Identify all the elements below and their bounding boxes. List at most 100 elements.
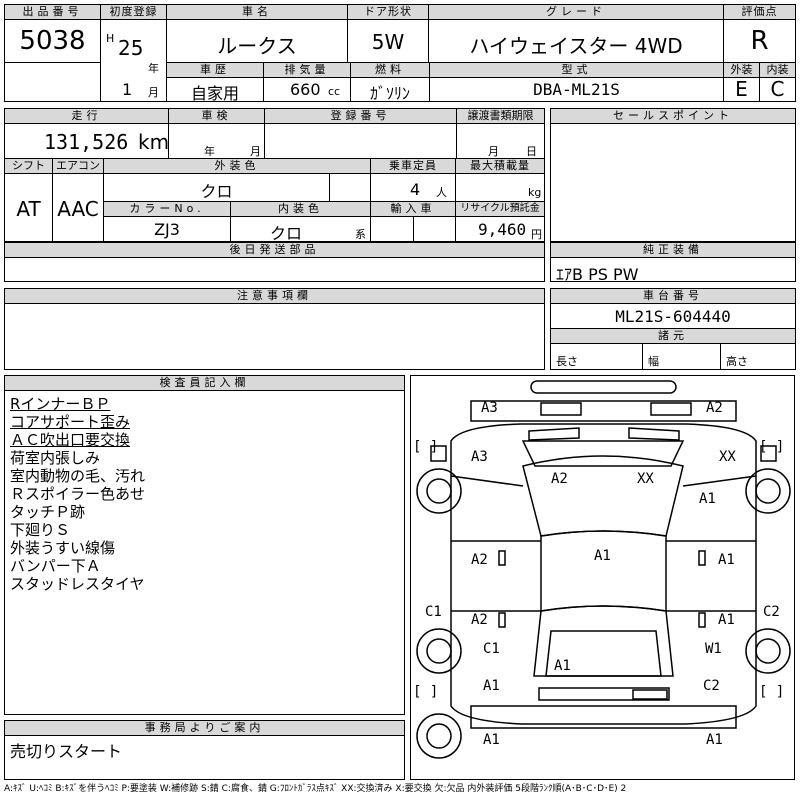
ext-label: 外装 (724, 63, 759, 78)
chassis-label: 車台番号 (551, 289, 795, 304)
int-label: 内装 (760, 63, 795, 78)
lot-number: 5038 (19, 26, 86, 56)
bracket-mark: [ ] (759, 684, 785, 700)
damage-mark: A2 (471, 552, 488, 568)
inspector-line: 室内動物の毛、汚れ (10, 467, 146, 485)
damage-mark: C1 (425, 604, 442, 620)
transfer-month-unit: 月 (488, 145, 499, 158)
inspector-line: 外装うすい線傷 (10, 539, 116, 557)
load-label: 最大積載量 (456, 159, 544, 174)
damage-mark: A2 (471, 612, 488, 628)
inspector-notes: RインナーＢＰ コアサポート歪み ＡＣ吹出口要交換 荷室内張しみ 室内動物の毛、… (10, 395, 145, 593)
inspector-line: 荷室内張しみ (10, 449, 101, 467)
score-label: 評価点 (724, 5, 795, 20)
header-block (4, 4, 796, 102)
color-no-label: カラーNo. (104, 202, 230, 217)
dims-label: 諸元 (551, 329, 795, 344)
mileage-label: 走行 (5, 109, 168, 124)
notes-label: 注意事項欄 (5, 289, 544, 304)
damage-mark: A2 (551, 471, 568, 487)
damage-mark: C2 (703, 678, 720, 694)
recycle-unit: 円 (531, 228, 542, 241)
reg-year-unit: 年 (148, 62, 159, 75)
bracket-mark: [ ] (759, 439, 785, 455)
damage-mark: A2 (706, 400, 723, 416)
inspector-line: 下廻りＳ (10, 521, 71, 539)
color-label: 外装色 (104, 159, 370, 174)
damage-mark: XX (719, 449, 736, 465)
inspector-line: バンパー下Ａ (10, 557, 101, 575)
legend-footer: A:ｷｽﾞ U:ﾍｺﾐ B:ｷｽﾞを伴うﾍｺﾐ P:要塗装 W:補修跡 S:錆 … (4, 784, 627, 794)
insp-year-unit: 年 (204, 145, 215, 158)
damage-mark: A1 (718, 552, 735, 568)
int-color: クロ (269, 224, 302, 243)
seats-unit: 人 (436, 186, 447, 199)
ext-color: クロ (200, 182, 233, 201)
damage-mark: A1 (699, 491, 716, 507)
grade: ハイウェイスター 4WD (469, 34, 683, 58)
door-type: 5W (371, 30, 405, 54)
history-label: 車歴 (167, 63, 263, 78)
dim-width-label: 幅 (648, 355, 659, 368)
dim-length-label: 長さ (556, 355, 578, 368)
bracket-mark: [ ] (413, 439, 439, 455)
damage-mark: C1 (483, 641, 500, 657)
damage-mark: A1 (483, 678, 500, 694)
fuel-label: 燃料 (351, 63, 429, 78)
inspector-line: RインナーＢＰ (10, 395, 111, 413)
inspector-label: 検査員記入欄 (5, 376, 404, 391)
int-color-suffix: 系 (355, 228, 366, 241)
transfer-day-unit: 日 (526, 145, 537, 158)
shift-label: シフト (5, 159, 52, 174)
damage-mark: A1 (483, 732, 500, 748)
later-parts-label: 後日発送部品 (5, 243, 544, 258)
score: R (750, 26, 769, 56)
model-label: 車名 (167, 5, 347, 20)
reg-year: 25 (118, 36, 144, 60)
damage-mark: A1 (706, 732, 723, 748)
sales-point-label: セールスポイント (551, 109, 795, 124)
damage-mark: XX (637, 471, 654, 487)
inspector-line: スタッドレスタイヤ (10, 575, 145, 593)
inspector-line: コアサポート歪み (10, 413, 131, 431)
car-diagram: A3 A2 A3 XX A2 XX A1 A1 A2 A1 C1 A2 A1 C… (410, 375, 795, 780)
type: DBA-ML21S (533, 80, 620, 99)
int-color-label: 内装色 (231, 202, 370, 217)
damage-mark: A1 (554, 658, 571, 674)
import-label: 輸入車 (371, 202, 455, 217)
damage-mark: A1 (718, 612, 735, 628)
spec-block (4, 108, 545, 242)
ac-label: エアコン (53, 159, 103, 174)
car-outline (416, 380, 791, 759)
damage-mark: A3 (471, 449, 488, 465)
reg-era: H (106, 32, 115, 45)
office-text: 売切りスタート (10, 742, 123, 761)
inspector-line: ＡＣ吹出口要交換 (10, 431, 131, 449)
int-score: C (770, 77, 785, 101)
recycle: 9,460 (478, 220, 527, 239)
load-unit: kg (528, 186, 542, 199)
recycle-label: リサイクル預託金 (456, 202, 544, 217)
cc-label: 排気量 (264, 63, 350, 78)
history: 自家用 (190, 84, 239, 103)
lot-label: 出品番号 (5, 5, 100, 20)
mileage: 131,526 (44, 130, 129, 154)
equipment: ｴｱB PS PW (556, 265, 639, 284)
damage-mark: W1 (705, 641, 722, 657)
seats-label: 乗車定員 (371, 159, 455, 174)
inspector-line: タッチＰ跡 (10, 503, 86, 521)
transfer-label: 譲渡書類期限 (457, 109, 544, 124)
plate-label: 登録番号 (265, 109, 456, 124)
damage-mark: A3 (481, 400, 498, 416)
reg-month-unit: 月 (148, 86, 159, 99)
seats: 4 (410, 180, 421, 199)
inspector-line: Ｒスポイラー色あせ (10, 485, 146, 503)
model-name: ルークス (217, 34, 297, 58)
door-label: ドア形状 (348, 5, 428, 20)
ac: AAC (57, 197, 99, 221)
ext-score: E (735, 77, 748, 101)
damage-mark: A1 (594, 548, 611, 564)
shift: AT (16, 197, 41, 221)
type-label: 型式 (430, 63, 723, 78)
dim-height-label: 高さ (726, 355, 748, 368)
